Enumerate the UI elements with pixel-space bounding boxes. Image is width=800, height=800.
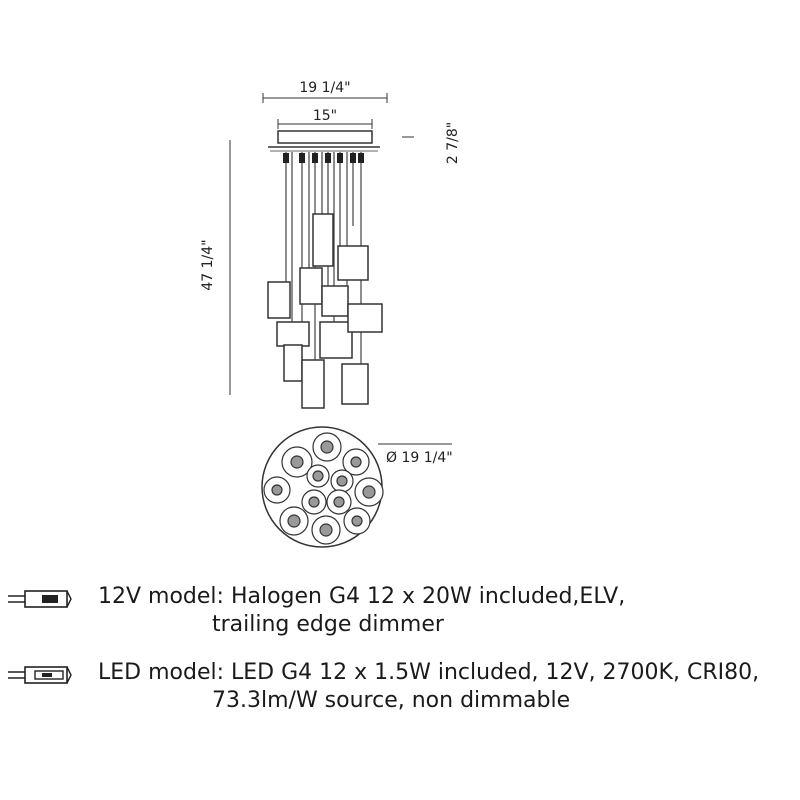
spec-12v-line2: trailing edge dimmer [212,612,444,637]
spec-12v-line1: 12V model: Halogen G4 12 x 20W included,… [98,584,626,609]
fixture-drawing: 19 1/4" 15" 2 7/8" 47 1/4" Ø 19 1/4" [200,80,461,548]
canopy [268,130,380,152]
bottom-view [261,426,384,548]
spec-led-line2: 73.3lm/W source, non dimmable [212,688,571,713]
bulb-icon [8,666,72,684]
spec-row-led: LED model: LED G4 12 x 1.5W included, 12… [0,660,800,728]
bulb-icon [8,590,72,608]
canopy-height-label: 2 7/8" [445,122,461,164]
cable-clamps [283,153,364,163]
canopy-width-label: 15" [313,108,337,124]
overall-height-label: 47 1/4" [200,239,216,290]
bottom-view-shades [263,432,384,545]
overall-width-label: 19 1/4" [299,80,350,96]
pendant-shades [267,213,383,409]
spec-led-line1: LED model: LED G4 12 x 1.5W included, 12… [98,660,760,685]
diameter-label: Ø 19 1/4" [386,450,453,466]
spec-row-12v: 12V model: Halogen G4 12 x 20W included,… [0,584,800,652]
